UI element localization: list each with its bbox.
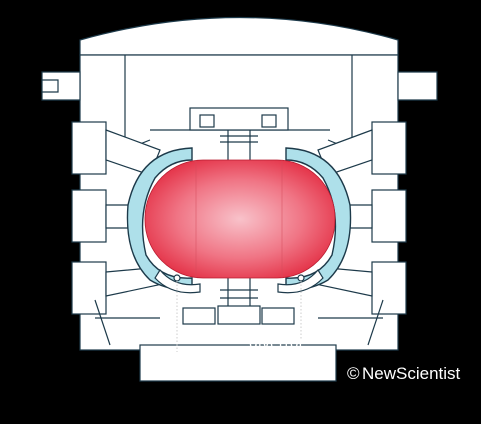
plasma: [144, 159, 336, 279]
credit-brand: NewScientist: [362, 364, 461, 383]
lower-blocks: [182, 305, 295, 325]
inner-frame: [94, 55, 384, 346]
right-port-lower: [371, 261, 407, 315]
credit-copyright: ©: [347, 364, 360, 383]
divertor-label: divertor: [249, 336, 304, 352]
left-port-lower: [71, 261, 107, 315]
right-flange: [397, 71, 438, 101]
ash-label: ash: [176, 354, 201, 370]
base-block: [139, 344, 337, 382]
left-port-middle: [71, 189, 107, 243]
top-dome: [79, 16, 399, 56]
divertor-right: [277, 268, 324, 294]
leader-lines: [176, 281, 302, 352]
right-port-middle: [371, 189, 407, 243]
left-port-upper: [71, 121, 107, 175]
right-port-upper: [371, 121, 407, 175]
divertor-left: [154, 268, 201, 294]
